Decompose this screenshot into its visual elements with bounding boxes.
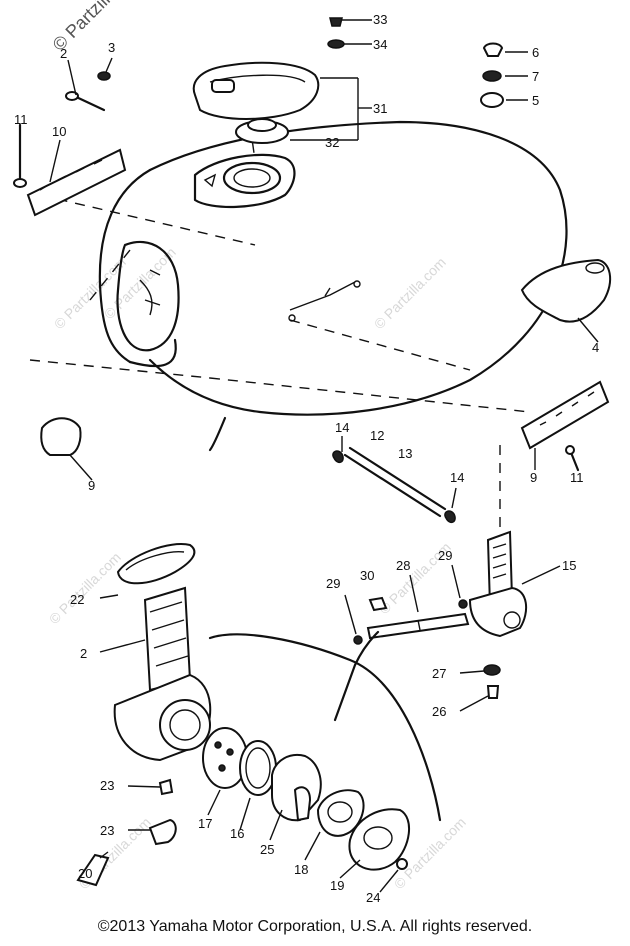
callout-11: 11 <box>14 112 28 127</box>
callout-24: 24 <box>366 890 380 905</box>
callout-25: 25 <box>260 842 274 857</box>
callout-18: 18 <box>294 862 308 877</box>
rear-bracket <box>520 258 612 343</box>
copyright-notice: ©2013 Yamaha Motor Corporation, U.S.A. A… <box>97 918 533 935</box>
callout-9: 9 <box>88 478 95 493</box>
callout-22: 22 <box>70 592 84 607</box>
callout-32: 32 <box>325 135 339 150</box>
callout-2: 2 <box>60 46 67 61</box>
callout-4: 4 <box>592 340 599 355</box>
callout-13: 13 <box>398 446 412 461</box>
callout-10: 10 <box>52 124 66 139</box>
callout-14: 14 <box>335 420 349 435</box>
callout-20: 20 <box>78 866 92 881</box>
callout-33: 33 <box>373 12 387 27</box>
fuel-cock-internals <box>76 727 411 893</box>
callout-30: 30 <box>360 568 374 583</box>
callout-2: 2 <box>80 646 87 661</box>
callout-15: 15 <box>562 558 576 573</box>
callout-6: 6 <box>532 45 539 60</box>
fuel-cock-left <box>99 543 212 762</box>
callout-31: 31 <box>373 101 387 116</box>
callout-14: 14 <box>450 470 464 485</box>
lower-outline <box>208 630 442 822</box>
callout-16: 16 <box>230 826 244 841</box>
fuel-line <box>332 436 457 524</box>
fuel-tank <box>98 120 568 452</box>
front-mount-parts <box>13 57 127 217</box>
tank-dampers <box>40 380 610 481</box>
callout-19: 19 <box>330 878 344 893</box>
callout-23: 23 <box>100 778 114 793</box>
callout-27: 27 <box>432 666 446 681</box>
callout-labels: 33 34 31 32 2 3 6 7 5 11 10 4 9 9 11 14 … <box>14 12 599 905</box>
callout-11: 11 <box>570 470 584 485</box>
callout-23: 23 <box>100 823 114 838</box>
cap-fastener-parts <box>480 42 528 108</box>
callout-9: 9 <box>530 470 537 485</box>
watermark-text: © Partzilla.com <box>371 254 449 332</box>
callout-34: 34 <box>373 37 387 52</box>
callout-29: 29 <box>326 576 340 591</box>
callout-12: 12 <box>370 428 384 443</box>
callout-5: 5 <box>532 93 539 108</box>
callout-7: 7 <box>532 69 539 84</box>
drain-screw-parts <box>459 664 501 712</box>
fuel-cap-assembly <box>192 17 372 144</box>
callout-17: 17 <box>198 816 212 831</box>
callout-29: 29 <box>438 548 452 563</box>
crossover-pipe <box>344 564 470 645</box>
callout-3: 3 <box>108 40 115 55</box>
callout-26: 26 <box>432 704 446 719</box>
callout-28: 28 <box>396 558 410 573</box>
fuel-cock-right <box>468 530 561 638</box>
watermark-text: © Partzilla.com <box>46 549 124 627</box>
